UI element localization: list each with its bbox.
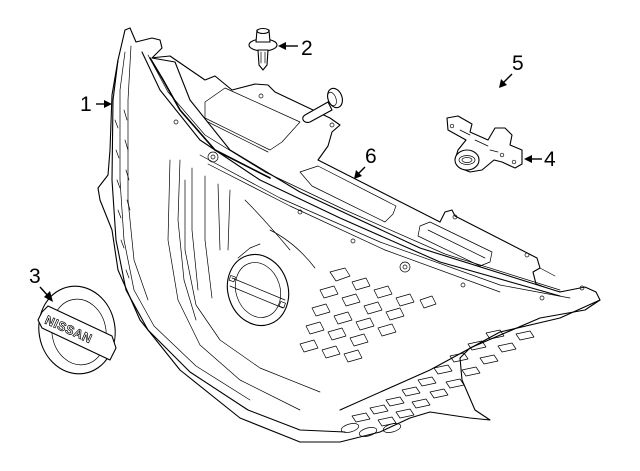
callout-label-5: 5	[512, 52, 524, 75]
callout-label-3: 3	[29, 265, 41, 288]
arrow-right-icon	[104, 100, 112, 108]
part-emblem[interactable]: NISSAN	[32, 280, 122, 380]
arrow-down-left-icon	[354, 170, 362, 179]
arrow-down-left-icon	[499, 79, 507, 88]
part-upper-cover[interactable]	[149, 55, 586, 301]
arrow-left-icon	[278, 42, 286, 50]
callout-label-2: 2	[301, 37, 313, 60]
grille-mesh-upper	[299, 267, 437, 363]
callout-5: 5	[499, 52, 524, 88]
part-clip[interactable]	[248, 27, 278, 71]
part-grille[interactable]	[97, 27, 601, 443]
callout-4: 4	[524, 148, 556, 171]
arrow-left-icon	[524, 155, 532, 163]
part-camera[interactable]	[446, 115, 523, 173]
callout-2: 2	[278, 37, 313, 60]
callout-label-6: 6	[365, 145, 377, 168]
callout-label-1: 1	[80, 93, 92, 116]
callout-3: 3	[29, 265, 53, 302]
emblem-mount	[226, 243, 290, 327]
arrow-down-right-icon	[44, 291, 53, 302]
callout-6: 6	[354, 145, 377, 179]
callout-label-4: 4	[544, 148, 556, 171]
grille-mesh-lower	[339, 299, 601, 437]
callout-1: 1	[80, 93, 112, 116]
part-bolt[interactable]	[302, 86, 345, 123]
